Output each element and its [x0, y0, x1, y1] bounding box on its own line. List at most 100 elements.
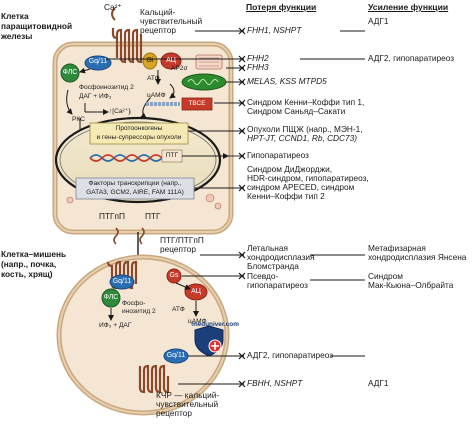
- pls-enzyme-target: [101, 288, 121, 308]
- ptg-gene-label: ПТГ: [165, 152, 179, 159]
- parathyroid-cell-label-line3: железы: [1, 31, 33, 41]
- casr-label-top-line2: чувствительный: [140, 16, 203, 26]
- x-mark-icon: [238, 184, 246, 192]
- ptgrp-label: ПТГпП: [99, 211, 125, 221]
- ip3-dag-target-label: ИФ₃ + ДАГ: [99, 322, 132, 329]
- watermark-text: meduniver.com: [192, 321, 239, 328]
- loss-row-9-line1: Летальная: [247, 243, 288, 253]
- x-mark-icon: [238, 272, 246, 280]
- parathyroid-cell-label-line2: паращитовидной: [1, 21, 73, 31]
- gq11-label-target: Gq/11: [112, 278, 132, 285]
- gq11-protein-target: [109, 274, 135, 290]
- ptg-secreted-label: ПТГ: [145, 211, 161, 221]
- loss-row-1: FHH1, NSHPT: [247, 25, 302, 35]
- gi-label: Gi: [146, 57, 154, 64]
- loss-row-5-line2: Синдром Саньяд–Сакати: [247, 106, 346, 116]
- x-mark-icon: [238, 99, 246, 107]
- x-mark-icon: [238, 78, 246, 86]
- target-cell-label-line3: кость, хрящ): [1, 269, 53, 279]
- pkc-label: РКС: [72, 116, 85, 123]
- gain-row-3-line1: Метафизарная: [368, 243, 426, 253]
- target-cell-label-line1: Клетка–мишень: [1, 249, 67, 259]
- calcium-sensing-receptor-bottom: [138, 364, 170, 394]
- ac-label-target: АЦ: [191, 288, 201, 295]
- loss-row-8-line4: Кенни–Коффи тип 2: [247, 191, 325, 201]
- transcription-factor-box: [75, 177, 195, 200]
- tbce-label: ТВСЕ: [188, 100, 206, 107]
- loss-row-8-line3: синдром APECED, синдром: [247, 182, 355, 192]
- loss-row-12: FBHH, NSHPT: [247, 378, 303, 388]
- gain-row-5: АДГ1: [368, 378, 389, 388]
- ac-label-top: АЦ: [166, 57, 176, 64]
- casr-label-top-line3: рецептор: [140, 25, 176, 35]
- calcium-ion-label: Ca²⁺: [104, 2, 122, 12]
- x-mark-icon: [238, 352, 246, 360]
- dag-ip3-label: ДАГ + ИФ₃: [79, 93, 112, 100]
- oncogene-box: [89, 122, 189, 145]
- gain-row-4-line1: Синдром: [368, 271, 403, 281]
- loss-row-6-line1: Опухоли ПЩЖ (напр., МЭН-1,: [247, 124, 363, 134]
- loss-row-9-line3: Бломстранда: [247, 261, 299, 271]
- target-cell-label-line2: (напр., почка,: [1, 259, 57, 269]
- pth-receptor-label-line2: рецептор: [160, 244, 196, 254]
- loss-row-10-line1: Псевдо-: [247, 271, 279, 281]
- pls-label-top: ФЛС: [62, 69, 78, 76]
- x-mark-icon: [238, 27, 246, 35]
- gq11-protein-top: [84, 55, 112, 71]
- loss-row-2: FHH2: [247, 53, 269, 63]
- loss-row-3: FHH3: [247, 62, 269, 72]
- gi-protein: [142, 52, 158, 70]
- pip2-label: Фосфоинозитид 2: [79, 84, 134, 91]
- tf-label-line2: GATA3, GCM2, AIRE, FAM 111A): [86, 189, 184, 196]
- pth-receptor-label-line1: ПТГ/ПТГпП: [160, 235, 204, 245]
- x-mark-icon: [238, 64, 246, 72]
- loss-row-10-line2: гипопаратиреоз: [247, 280, 308, 290]
- pls-label-target: ФЛС: [103, 294, 119, 301]
- oncogene-label-line1: Протоонкогены: [115, 125, 163, 132]
- gain-row-4-line2: Мак-Кьюна–Олбрайта: [368, 280, 454, 290]
- casr-bottom-label-line3: рецептор: [156, 408, 192, 418]
- pip2-target-line1: Фосфо-: [122, 300, 146, 307]
- tbce-block: [181, 97, 213, 111]
- loss-row-7: Гипопаратиреоз: [247, 150, 309, 160]
- atp-label-top: АТФ: [147, 75, 160, 82]
- gain-of-function-header: Усиление функции: [368, 2, 449, 12]
- x-mark-icon: [238, 380, 246, 388]
- oncogene-label-line2: и гены-супрессоры опухоли: [96, 134, 182, 141]
- pip2-target-line2: инозитид 2: [122, 308, 156, 315]
- tf-label-line1: Факторы транскрипции (напр.,: [88, 180, 182, 187]
- ca-intracellular-label: ↑[Ca²⁺]ᵢ: [109, 108, 132, 115]
- mitochondrion: [181, 73, 227, 91]
- pls-enzyme-top: [60, 63, 80, 83]
- loss-row-9-line2: хондродисплазия: [247, 252, 315, 262]
- gs-protein: [166, 268, 182, 284]
- parathyroid-cell-label-line1: Клетка: [1, 11, 29, 21]
- loss-row-8-line1: Синдром ДиДжорджи,: [247, 164, 333, 174]
- camp-target-label: цАМФ: [188, 318, 207, 325]
- atp-target-label: АТФ: [172, 306, 185, 313]
- camp-label-top: цАМФ: [147, 92, 166, 99]
- loss-row-5-line1: Синдром Кенни–Коффи тип 1,: [247, 97, 365, 107]
- loss-of-function-header: Потеря функции: [246, 2, 317, 12]
- gain-row-3-line2: хондродисплазия Янсена: [368, 252, 467, 262]
- secretory-granules: [66, 193, 222, 210]
- gq11-label-bottom: Gq/11: [166, 352, 186, 359]
- gain-row-1: АДГ1: [368, 16, 389, 26]
- x-mark-icon: [238, 152, 246, 160]
- casr-bottom-label-line1: КЧР — кальций-: [156, 390, 220, 400]
- gq11-label-top: Gq/11: [88, 58, 108, 65]
- ac-enzyme-top: [160, 52, 182, 70]
- loss-row-8-line2: HDR-синдром, гипопаратиреоз,: [247, 173, 369, 183]
- x-mark-icon: [238, 251, 246, 259]
- loss-row-11: АДГ2, гипопаратиреоз: [247, 350, 334, 360]
- gain-row-2: АДГ2, гипопаратиреоз: [368, 53, 455, 63]
- gs-label: Gs: [169, 272, 179, 279]
- ap2-label: АР2σ: [171, 65, 188, 72]
- x-mark-icon: [238, 55, 246, 63]
- dna-helix: [89, 154, 163, 162]
- target-cell: [56, 254, 230, 416]
- loss-row-4: MELAS, KSS MTPD5: [247, 76, 327, 86]
- loss-row-6-line2: HPT-JT, CCND1, Rb, CDC73): [247, 133, 358, 143]
